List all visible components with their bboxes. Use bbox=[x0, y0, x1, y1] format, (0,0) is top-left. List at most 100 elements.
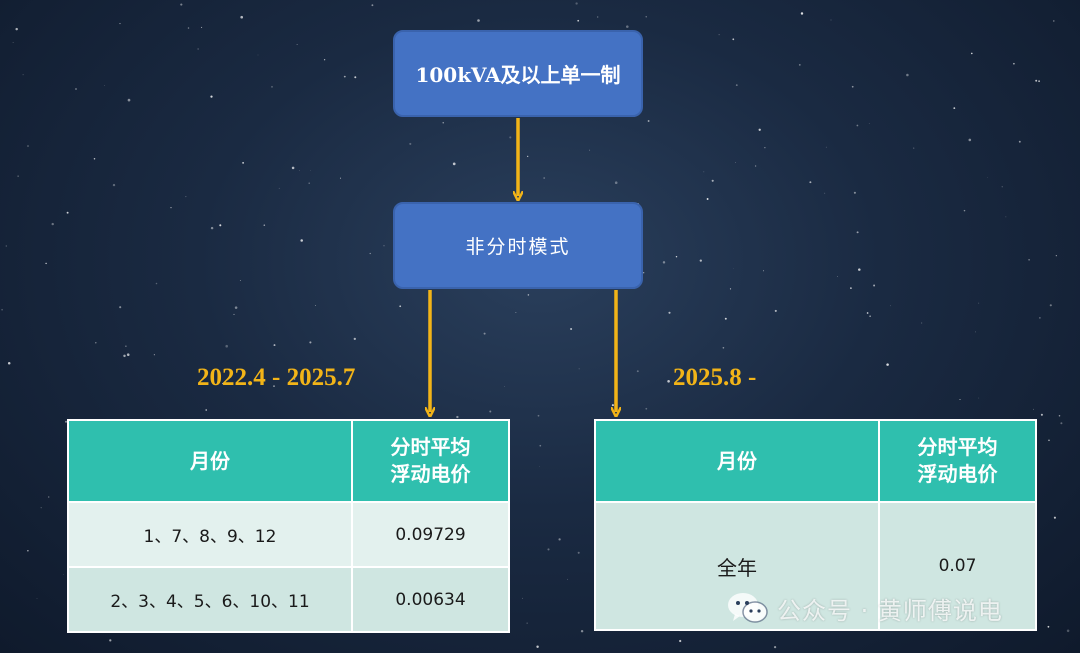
star bbox=[197, 48, 199, 50]
star bbox=[22, 74, 24, 76]
star bbox=[210, 95, 213, 98]
star bbox=[296, 44, 298, 45]
star bbox=[824, 192, 826, 194]
star bbox=[522, 597, 524, 599]
star bbox=[567, 578, 569, 580]
star bbox=[706, 198, 709, 200]
star bbox=[913, 147, 915, 149]
tariff-table-right: 月份 分时平均 浮动电价 全年 0.07 bbox=[594, 419, 1037, 631]
star bbox=[123, 354, 126, 358]
star bbox=[699, 259, 702, 262]
star bbox=[483, 332, 486, 335]
star bbox=[809, 181, 812, 184]
star bbox=[452, 162, 456, 166]
star bbox=[724, 317, 727, 320]
star bbox=[578, 368, 580, 370]
star bbox=[126, 353, 130, 357]
star bbox=[1001, 186, 1003, 188]
star bbox=[353, 337, 356, 341]
star bbox=[575, 2, 578, 5]
star bbox=[711, 179, 714, 182]
star bbox=[577, 19, 580, 22]
star bbox=[800, 12, 804, 15]
star bbox=[233, 313, 235, 315]
star bbox=[729, 288, 732, 290]
star bbox=[293, 378, 296, 380]
star bbox=[703, 171, 705, 173]
star bbox=[273, 344, 276, 347]
star bbox=[668, 311, 671, 314]
cell-months: 2、3、4、5、6、10、11 bbox=[67, 566, 353, 633]
star bbox=[51, 222, 54, 226]
star bbox=[125, 345, 127, 347]
cell-months: 1、7、8、9、12 bbox=[67, 501, 353, 568]
star bbox=[119, 23, 121, 25]
star bbox=[763, 270, 765, 272]
star bbox=[409, 142, 412, 145]
star bbox=[526, 622, 528, 624]
star bbox=[968, 138, 972, 142]
star bbox=[1035, 79, 1038, 82]
star bbox=[975, 331, 976, 333]
star bbox=[339, 177, 342, 179]
star bbox=[527, 155, 529, 157]
header-month: 月份 bbox=[594, 419, 880, 503]
star bbox=[626, 25, 629, 28]
flow-box-top: 100kVA及以上单一制 bbox=[393, 30, 643, 117]
star bbox=[509, 136, 512, 139]
star bbox=[850, 287, 852, 289]
star bbox=[1013, 62, 1015, 65]
star bbox=[187, 27, 190, 29]
star bbox=[477, 19, 480, 22]
star bbox=[7, 362, 11, 365]
table-row: 1、7、8、9、12 0.09729 bbox=[67, 501, 510, 568]
star bbox=[906, 73, 909, 77]
star bbox=[732, 38, 735, 41]
star bbox=[155, 282, 158, 285]
star bbox=[1, 308, 3, 311]
flow-box-top-label: 100kVA及以上单一制 bbox=[415, 63, 621, 87]
star bbox=[66, 211, 69, 214]
star bbox=[733, 268, 734, 269]
star bbox=[1053, 516, 1056, 519]
star bbox=[547, 548, 550, 551]
star bbox=[722, 346, 725, 349]
star bbox=[986, 177, 988, 178]
table-header-row: 月份 分时平均 浮动电价 bbox=[594, 419, 1037, 503]
tariff-table-left: 月份 分时平均 浮动电价 1、7、8、9、12 0.09729 2、3、4、5、… bbox=[67, 419, 510, 633]
star bbox=[442, 122, 444, 124]
star bbox=[851, 85, 854, 88]
star bbox=[798, 63, 801, 66]
star bbox=[239, 280, 241, 281]
star bbox=[773, 645, 777, 649]
star bbox=[515, 312, 517, 313]
star bbox=[675, 255, 678, 258]
table-row: 2、3、4、5、6、10、11 0.00634 bbox=[67, 566, 510, 633]
star bbox=[856, 231, 859, 234]
star bbox=[93, 158, 96, 160]
star bbox=[978, 397, 980, 399]
star bbox=[95, 342, 97, 344]
period-label-right: 2025.8 - bbox=[673, 364, 757, 391]
star bbox=[1039, 317, 1041, 319]
star bbox=[858, 268, 861, 271]
star bbox=[611, 404, 614, 407]
star bbox=[36, 598, 38, 599]
star bbox=[343, 75, 346, 78]
star bbox=[758, 128, 761, 131]
star bbox=[667, 379, 670, 383]
star bbox=[539, 444, 542, 447]
star bbox=[1033, 408, 1034, 410]
header-price: 分时平均 浮动电价 bbox=[878, 419, 1037, 503]
star bbox=[127, 98, 131, 102]
star bbox=[12, 42, 14, 44]
star bbox=[369, 252, 371, 255]
star bbox=[291, 166, 295, 170]
wechat-icon bbox=[728, 593, 768, 623]
star bbox=[963, 209, 966, 212]
star bbox=[645, 407, 648, 410]
star bbox=[40, 507, 42, 509]
star bbox=[234, 306, 238, 309]
star bbox=[17, 175, 19, 177]
